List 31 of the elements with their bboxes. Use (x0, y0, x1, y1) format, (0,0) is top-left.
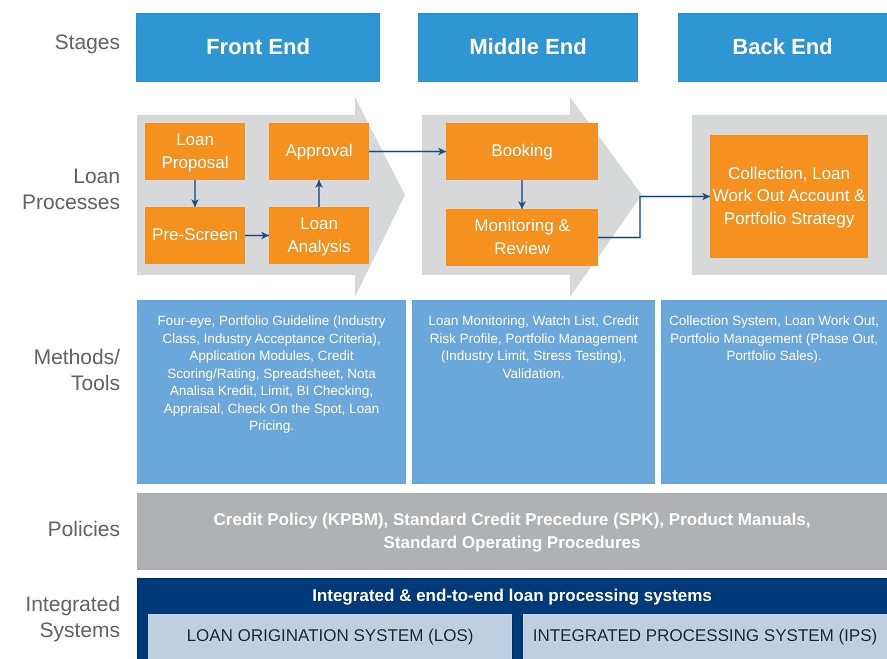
row-label: Methods/ Tools (32, 345, 120, 397)
methods-panel: Collection System, Loan Work Out, Portfolio Management (Phase Out, Portfolio Sales). (661, 300, 887, 484)
stage-header: Back End (678, 13, 887, 82)
process-box: Collection, Loan Work Out Account & Portfolio Strategy (710, 135, 868, 258)
methods-panel: Loan Monitoring, Watch List, Credit Risk Profile, Portfolio Management (Industry Limit, Stress Testing), Validation. (412, 300, 655, 484)
row-label: Policies (46, 517, 120, 543)
system-box: LOAN ORIGINATION SYSTEM (LOS) (148, 614, 512, 659)
arrow (245, 232, 269, 240)
chevron-background (137, 97, 405, 297)
arrow (315, 180, 323, 207)
chevron-background (422, 97, 642, 297)
arrow (598, 192, 710, 238)
stage-panel (692, 115, 887, 275)
process-box: Pre-Screen (145, 207, 245, 264)
arrow (191, 180, 199, 207)
arrow (369, 148, 446, 156)
process-box: Loan Analysis (269, 207, 369, 264)
policy-band: Credit Policy (KPBM), Standard Credit Precedure (SPK), Product Manuals, Standard Operating Procedures (137, 493, 887, 570)
process-box: Approval (269, 123, 369, 180)
row-label: Stages (54, 30, 120, 56)
process-box: Booking (446, 123, 598, 180)
stage-header: Front End (136, 13, 380, 82)
stage-header: Middle End (418, 13, 638, 82)
methods-panel: Four-eye, Portfolio Guideline (Industry Class, Industry Acceptance Criteria), Application Modules, Credit Scoring/Rating, Spreadsheet, Nota Analisa Kredit, Limit, BI Checking, Appraisal, Check On the Spot, Loan Pricing. (137, 300, 406, 484)
row-label: Integrated Systems (24, 592, 120, 644)
process-box: Loan Proposal (145, 123, 245, 180)
system-box: INTEGRATED PROCESSING SYSTEM (IPS) (523, 614, 887, 659)
process-box: Monitoring & Review (446, 209, 598, 266)
row-label: Loan Processes (20, 164, 120, 216)
systems-band: Integrated & end-to-end loan processing systems LOAN ORIGINATION SYSTEM (LOS) INTEGRATED PROCESSING SYSTEM (IPS) (137, 578, 887, 659)
arrow (518, 180, 526, 209)
